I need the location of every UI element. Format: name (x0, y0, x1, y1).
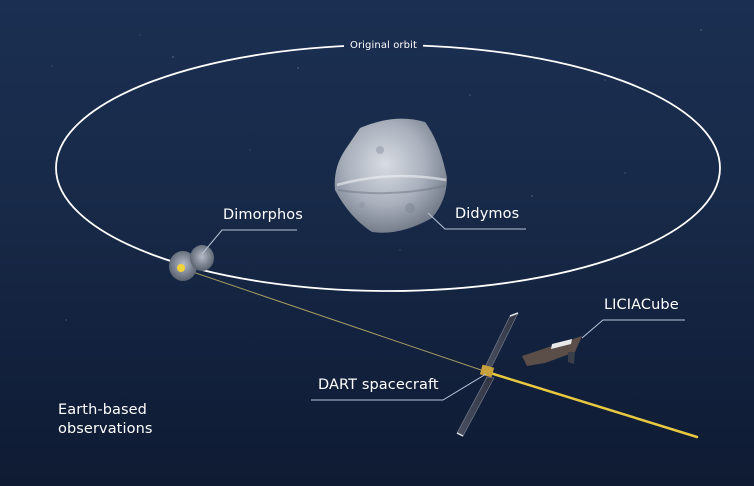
liciacube-spacecraft (522, 336, 582, 366)
liciacube-label: LICIACube (604, 297, 679, 313)
dimorphos-asteroid (169, 245, 214, 281)
dart-trajectory-line (485, 370, 699, 439)
dart-leader (311, 373, 487, 401)
earth-observations-line1: Earth-based (58, 402, 147, 418)
earth-observations-label: Earth-based observations (58, 401, 153, 439)
original-orbit-label: Original orbit (344, 40, 423, 51)
dimorphos-leader (201, 229, 297, 255)
dart-spacecraft (456, 312, 519, 437)
star-field (51, 29, 702, 321)
dart-spacecraft-label: DART spacecraft (318, 377, 439, 393)
didymos-label: Didymos (455, 206, 520, 222)
didymos-leader (427, 212, 526, 230)
liciacube-leader (581, 319, 685, 339)
earth-observations-line2: observations (58, 421, 153, 437)
didymos-asteroid (334, 118, 447, 233)
dart-approach-line (180, 267, 488, 373)
dimorphos-label: Dimorphos (223, 207, 303, 223)
leader-lines (201, 212, 685, 401)
impact-point-marker (177, 264, 185, 272)
